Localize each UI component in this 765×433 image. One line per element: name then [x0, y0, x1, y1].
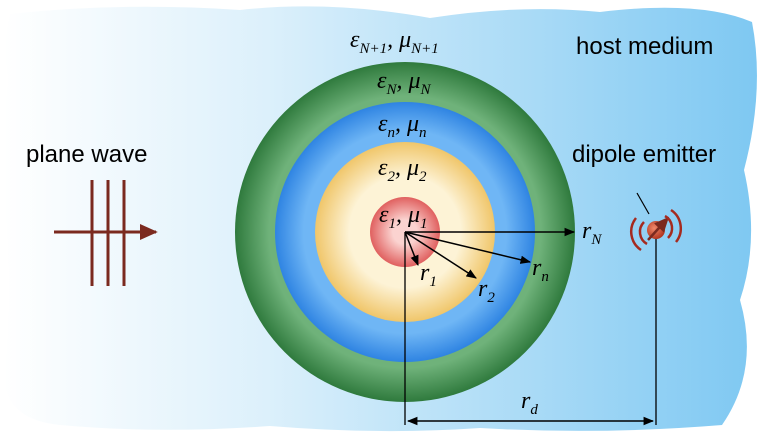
plane-wave-label: plane wave: [26, 141, 147, 168]
layer-2-label: ε2, μ2: [378, 155, 427, 185]
layer-N-label: εN, μN: [377, 68, 432, 98]
radius-2-label: r2: [478, 276, 495, 306]
layer-outer-label: εN+1, μN+1: [350, 27, 439, 57]
layer-1-label: ε1, μ1: [379, 202, 428, 232]
layer-n-label: εn, μn: [378, 111, 427, 141]
radius-n-label: rn: [532, 255, 549, 285]
host-medium-label: host medium: [576, 33, 713, 60]
radius-2-arrow: [404, 231, 477, 279]
radius-n-arrow: [404, 231, 532, 264]
radius-d-label: rd: [521, 388, 538, 418]
plane-wave-icon: [54, 180, 158, 286]
dipole-emitter-icon: [629, 192, 683, 252]
radius-1-arrow: [404, 231, 419, 266]
radius-1-label: r1: [420, 260, 437, 290]
dipole-emitter-label: dipole emitter: [572, 141, 716, 168]
radius-N-label: rN: [582, 218, 602, 248]
